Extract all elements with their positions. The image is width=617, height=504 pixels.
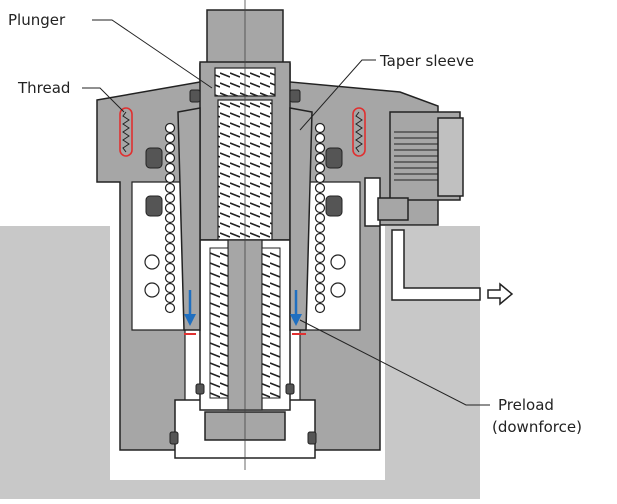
base-block — [0, 226, 480, 499]
leader-lines — [82, 19, 490, 406]
preload-arrow-right-icon — [290, 290, 302, 326]
plunger — [199, 0, 291, 470]
thread-highlight — [119, 107, 366, 157]
seal-rings — [145, 89, 343, 445]
port-fitting — [377, 111, 464, 221]
taper-sleeve-left — [177, 107, 201, 331]
outer-balls — [144, 254, 346, 298]
ball-column-right — [314, 122, 326, 314]
ball-column-left — [164, 122, 176, 314]
oil-passage — [391, 229, 481, 301]
label-thread: Thread — [17, 79, 70, 97]
label-taper-sleeve: Taper sleeve — [379, 52, 474, 70]
preload-arrow-left-icon — [184, 290, 196, 326]
label-plunger: Plunger — [8, 11, 66, 29]
label-downforce: (downforce) — [492, 418, 582, 436]
taper-sleeve-right — [289, 107, 313, 331]
label-preload: Preload — [498, 396, 554, 414]
outlet-arrow-icon — [487, 282, 514, 306]
